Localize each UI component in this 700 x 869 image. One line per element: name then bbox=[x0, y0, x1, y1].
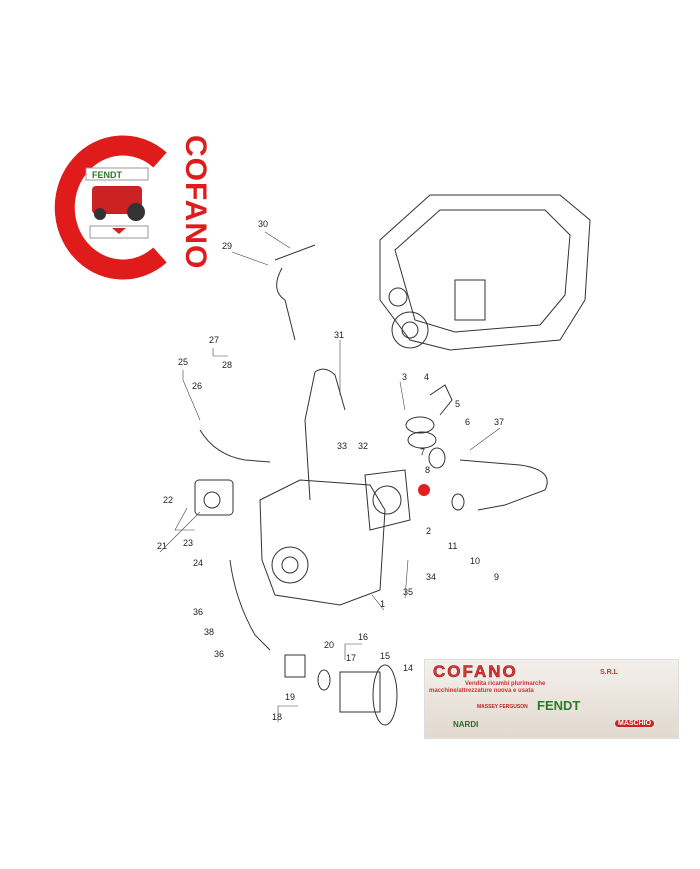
svg-text:FENDT: FENDT bbox=[92, 170, 122, 180]
callout-34: 34 bbox=[426, 572, 436, 582]
banner-line2: macchine/attrezzature nuova e usata bbox=[429, 688, 534, 694]
callout-4: 4 bbox=[424, 372, 429, 382]
callout-36b: 36 bbox=[214, 649, 224, 659]
callout-23: 23 bbox=[183, 538, 193, 548]
callout-7: 7 bbox=[420, 447, 425, 457]
banner-brand-fendt: FENDT bbox=[537, 698, 581, 713]
callout-16: 16 bbox=[358, 632, 368, 642]
callout-3: 3 bbox=[402, 372, 407, 382]
callout-6: 6 bbox=[465, 417, 470, 427]
banner-brand-nardi: NARDI bbox=[453, 720, 479, 729]
callout-32: 32 bbox=[358, 441, 368, 451]
banner-suffix: S.R.L bbox=[600, 669, 618, 676]
callout-11: 11 bbox=[448, 541, 457, 551]
callout-27: 27 bbox=[209, 335, 219, 345]
callout-9: 9 bbox=[494, 572, 499, 582]
callout-22: 22 bbox=[163, 495, 173, 505]
callout-36a: 36 bbox=[193, 607, 203, 617]
callout-26: 26 bbox=[192, 381, 202, 391]
callout-20: 20 bbox=[324, 640, 334, 650]
callout-30: 30 bbox=[258, 219, 268, 229]
callout-10: 10 bbox=[470, 556, 480, 566]
callout-38: 38 bbox=[204, 627, 214, 637]
callout-28: 28 bbox=[222, 360, 232, 370]
callout-8: 8 bbox=[425, 465, 430, 475]
transmission-housing bbox=[379, 194, 591, 351]
callout-37: 37 bbox=[494, 417, 504, 427]
callout-18: 18 bbox=[272, 712, 282, 722]
cofano-logo: FENDT bbox=[54, 135, 167, 280]
callout-19: 19 bbox=[285, 692, 295, 702]
callout-21: 21 bbox=[157, 541, 167, 551]
banner-brand-massey: MASSEY FERGUSON bbox=[477, 704, 528, 710]
callout-29: 29 bbox=[222, 241, 232, 251]
banner-company: COFANO bbox=[433, 662, 518, 682]
hydraulic-pump bbox=[194, 469, 411, 606]
callout-31: 31 bbox=[334, 330, 344, 340]
banner-brand-maschio: MASCHIO bbox=[615, 720, 655, 727]
callout-5: 5 bbox=[455, 399, 460, 409]
callout-15: 15 bbox=[380, 651, 390, 661]
logo-brand-text: COFANO bbox=[179, 135, 212, 270]
callout-25: 25 bbox=[178, 357, 188, 367]
callout-24: 24 bbox=[193, 558, 203, 568]
callout-1: 1 bbox=[380, 599, 385, 609]
callout-2: 2 bbox=[426, 526, 431, 536]
callout-14: 14 bbox=[403, 663, 413, 673]
callout-35: 35 bbox=[403, 587, 413, 597]
callout-17: 17 bbox=[346, 653, 356, 663]
callout-labels: 1 2 3 4 5 6 7 8 9 10 11 14 15 16 17 18 1… bbox=[157, 219, 504, 722]
banner-line1: Vendita ricambi plurimarche bbox=[465, 681, 546, 687]
pipes bbox=[199, 244, 548, 726]
callout-33: 33 bbox=[337, 441, 347, 451]
dealer-banner: COFANO S.R.L Vendita ricambi plurimarche… bbox=[424, 659, 679, 739]
